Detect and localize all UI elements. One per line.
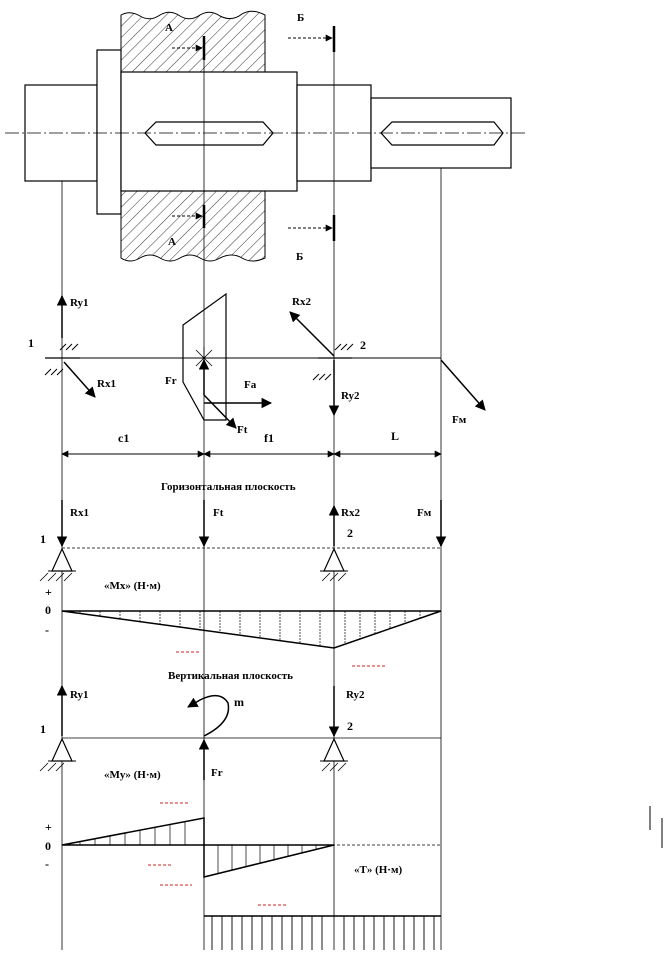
h-support-2-label: 2 <box>347 526 353 540</box>
mx-label: «Mx» (Н·м) <box>104 580 161 592</box>
rx1-label: Rx1 <box>97 378 116 390</box>
gear-outline <box>182 292 227 421</box>
ry1-label: Ry1 <box>70 297 89 309</box>
vertical-plane: Вертикальная плоскость Ry1 1 Ry2 2 Fr m … <box>39 670 441 906</box>
keyway-1 <box>144 121 274 146</box>
my-zero: 0 <box>45 839 51 853</box>
support-1-hatch <box>44 343 79 376</box>
mx-zero: 0 <box>45 603 51 617</box>
v-fr-label: Fr <box>211 767 223 779</box>
moment-m-arrow <box>187 694 230 737</box>
section-a-top-label: А <box>165 22 173 34</box>
dim-c1-label: c1 <box>118 431 129 445</box>
mx-minus: - <box>45 623 49 637</box>
ry2-label: Ry2 <box>341 390 360 402</box>
my-plus: + <box>45 820 52 834</box>
section-b-bottom-label: Б <box>296 251 303 263</box>
h-rx2-label: Rx2 <box>341 507 360 519</box>
section-b-top-label: Б <box>297 12 304 24</box>
horizontal-title: Горизонтальная плоскость <box>161 481 296 493</box>
keyway-2 <box>380 121 504 146</box>
mx-diagram <box>61 610 442 649</box>
fr-label: Fr <box>165 375 177 387</box>
my-fill-lines <box>79 822 317 874</box>
dim-L-label: L <box>391 429 399 443</box>
shaft-drawing: А А Б Б <box>5 10 525 263</box>
fm-arrow <box>440 359 486 411</box>
fm-label: Fм <box>452 414 467 426</box>
vertical-title: Вертикальная плоскость <box>168 670 293 682</box>
v-support-2-label: 2 <box>347 719 353 733</box>
rx2-arrow <box>289 311 335 357</box>
v-ry1-label: Ry1 <box>70 689 89 701</box>
v-support-1-label: 1 <box>40 722 46 736</box>
dim-f1-label: f1 <box>264 431 274 445</box>
my-diagram-positive <box>61 817 205 846</box>
v-support-1 <box>51 737 73 762</box>
torque-diagram: «T» (Н·м) <box>204 864 441 950</box>
v-ry2-label: Ry2 <box>346 689 365 701</box>
rx1-arrow <box>63 361 96 398</box>
h-rx1-label: Rx1 <box>70 507 89 519</box>
support-2-label: 2 <box>360 338 366 352</box>
my-label: «My» (Н·м) <box>104 769 161 781</box>
ft-label: Ft <box>237 424 248 436</box>
moment-m-label: m <box>234 695 244 709</box>
rx2-label: Rx2 <box>292 296 311 308</box>
support-1-label: 1 <box>28 336 34 350</box>
my-diagram-negative <box>203 844 335 878</box>
spatial-scheme: 1 Ry1 Rx1 Fr Fa Ft 2 Rx2 Ry2 Fм <box>28 292 486 458</box>
h-fm-label: Fм <box>417 507 432 519</box>
shaft-collar <box>96 49 122 215</box>
mx-fill-lines <box>79 611 421 646</box>
section-a-bottom-label: А <box>168 236 176 248</box>
housing-bottom <box>120 190 266 262</box>
torque-label: «T» (Н·м) <box>354 864 402 876</box>
h-support-1-label: 1 <box>40 532 46 546</box>
mx-plus: + <box>45 585 52 599</box>
housing-top <box>120 10 266 73</box>
h-support-2 <box>323 547 345 572</box>
my-minus: - <box>45 857 49 871</box>
v-support-2 <box>323 737 345 762</box>
h-ft-label: Ft <box>213 507 224 519</box>
h-support-1 <box>51 547 73 572</box>
horizontal-plane: Горизонтальная плоскость Rx1 1 Ft Rx2 2 … <box>39 481 447 667</box>
fa-label: Fa <box>244 379 257 391</box>
support-2-hatch <box>312 343 354 381</box>
ft-arrow <box>203 394 237 429</box>
